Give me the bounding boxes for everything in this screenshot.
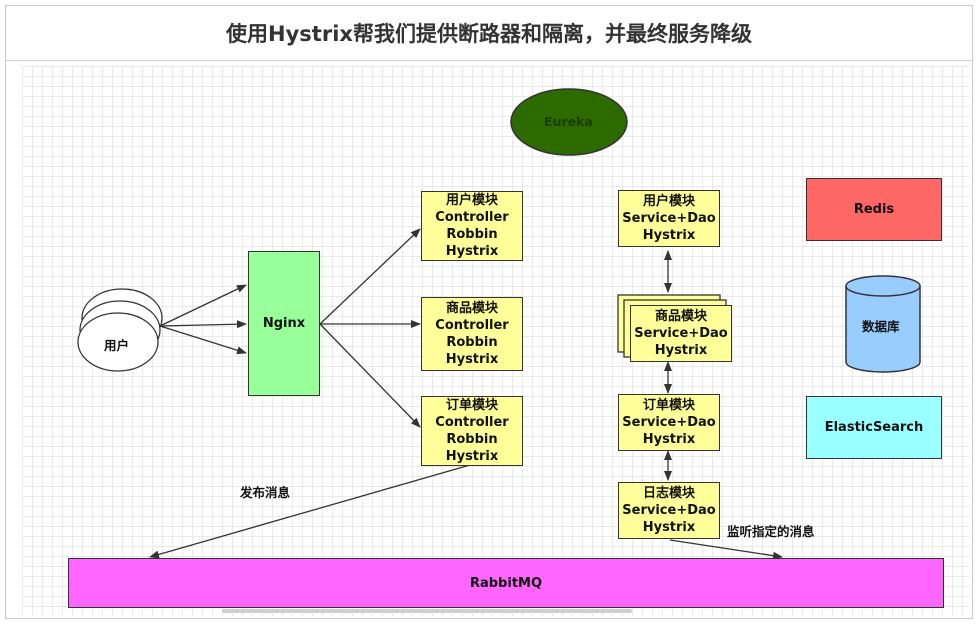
- horizontal-scrollbar[interactable]: [222, 609, 632, 613]
- redis-node: Redis: [806, 178, 942, 241]
- module-line: Hystrix: [445, 244, 499, 259]
- module-line: Service+Dao: [622, 211, 716, 226]
- module-line: Hystrix: [642, 228, 696, 243]
- module-line: Robbin: [446, 335, 498, 350]
- database-node: [845, 275, 921, 373]
- eureka-label: Eureka: [544, 114, 593, 129]
- title-bar: 使用Hystrix帮我们提供断路器和隔离，并最终服务降级: [6, 6, 972, 61]
- diagram-canvas: [22, 66, 970, 616]
- module-line: Controller: [435, 210, 509, 225]
- module-line: Service+Dao: [634, 326, 728, 341]
- arrow-user-nginx-1: [159, 284, 247, 327]
- module-line: Controller: [435, 318, 509, 333]
- arrow-user-nginx-3: [159, 325, 247, 355]
- arrow-listen-message: [669, 539, 783, 560]
- database-label: 数据库: [862, 319, 900, 334]
- arrow-nginx-order-module: [319, 323, 421, 428]
- module-line: Hystrix: [654, 343, 708, 358]
- publish-message-label: 发布消息: [240, 485, 291, 500]
- rabbitmq-node: RabbitMQ: [68, 558, 944, 608]
- module-name: 用户模块: [445, 193, 498, 208]
- module-name: 用户模块: [642, 194, 695, 209]
- rabbitmq-label: RabbitMQ: [469, 575, 543, 591]
- controller-user-module: 用户模块 Controller Robbin Hystrix: [421, 191, 523, 261]
- module-line: Robbin: [446, 227, 498, 242]
- module-line: Hystrix: [642, 432, 696, 447]
- nginx-node: Nginx: [248, 251, 320, 396]
- controller-order-module: 订单模块 Controller Robbin Hystrix: [421, 396, 523, 466]
- service-order-module: 订单模块 Service+Dao Hystrix: [618, 394, 720, 451]
- service-product-module: 商品模块 Service+Dao Hystrix: [630, 305, 732, 362]
- module-name: 日志模块: [642, 486, 695, 501]
- module-line: Robbin: [446, 432, 498, 447]
- listen-message-label: 监听指定的消息: [727, 524, 815, 539]
- elasticsearch-label: ElasticSearch: [824, 420, 924, 435]
- arrow-user-nginx-2: [159, 320, 247, 329]
- nginx-label: Nginx: [262, 316, 306, 331]
- elasticsearch-node: ElasticSearch: [806, 396, 942, 459]
- arrow-publish-message: [149, 464, 471, 559]
- controller-product-module: 商品模块 Controller Robbin Hystrix: [421, 297, 523, 371]
- arrow-nginx-user-module: [319, 228, 421, 325]
- user-actor-icon: [77, 288, 163, 372]
- module-line: Controller: [435, 415, 509, 430]
- module-name: 订单模块: [642, 398, 695, 413]
- service-log-module: 日志模块 Service+Dao Hystrix: [618, 482, 720, 539]
- module-line: Hystrix: [445, 352, 499, 367]
- module-line: Service+Dao: [622, 415, 716, 430]
- user-label: 用户: [104, 338, 130, 353]
- module-line: Hystrix: [445, 449, 499, 464]
- module-line: Hystrix: [642, 520, 696, 535]
- redis-label: Redis: [853, 202, 895, 217]
- page-title: 使用Hystrix帮我们提供断路器和隔离，并最终服务降级: [226, 22, 752, 46]
- module-name: 商品模块: [654, 309, 707, 324]
- module-line: Service+Dao: [622, 503, 716, 518]
- eureka-node: [510, 88, 628, 156]
- module-name: 订单模块: [445, 398, 498, 413]
- service-user-module: 用户模块 Service+Dao Hystrix: [618, 190, 720, 247]
- module-name: 商品模块: [445, 301, 498, 316]
